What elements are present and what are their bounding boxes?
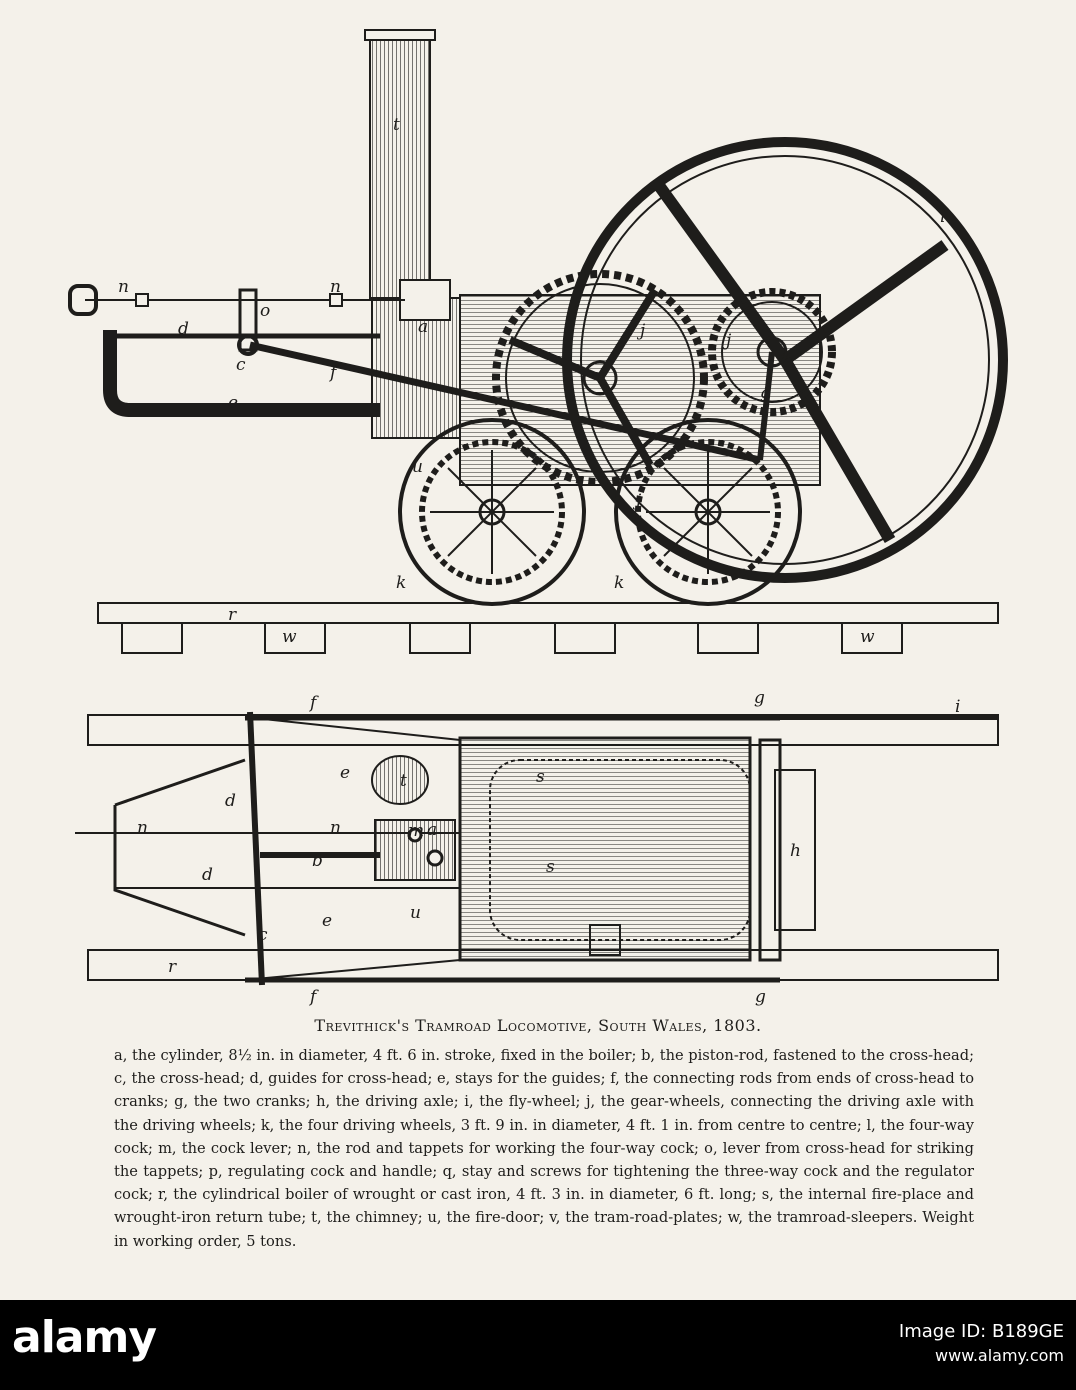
side-elevation — [68, 29, 1008, 654]
engraving-page: t n n o d c f e a j j j g i u k k r w w … — [0, 0, 1076, 1300]
rail — [97, 602, 999, 624]
svg-text:c: c — [258, 925, 268, 945]
svg-text:b: b — [312, 851, 323, 871]
plan-view — [75, 711, 999, 986]
svg-text:m: m — [408, 821, 424, 841]
svg-text:g: g — [754, 688, 765, 708]
svg-text:h: h — [790, 841, 801, 861]
image-id: Image ID: B189GE — [898, 1321, 1064, 1342]
svg-text:f: f — [308, 693, 319, 713]
side-view-labels: t n n o d c f e a j j j g i u k k r w w — [118, 115, 945, 647]
svg-text:i: i — [940, 207, 945, 227]
figure-caption-legend: a, the cylinder, 8½ in. in diameter, 4 f… — [114, 1047, 974, 1250]
svg-text:s: s — [546, 857, 555, 877]
svg-text:j: j — [636, 321, 646, 341]
svg-text:k: k — [614, 573, 624, 593]
svg-text:g: g — [760, 383, 771, 403]
svg-text:t: t — [400, 771, 407, 791]
svg-text:f: f — [308, 987, 319, 1007]
svg-text:j: j — [632, 491, 642, 511]
svg-text:a: a — [427, 820, 437, 840]
svg-text:d: d — [225, 791, 236, 811]
watermark-footer — [0, 1300, 1076, 1390]
svg-text:w: w — [860, 627, 875, 647]
svg-text:r: r — [168, 957, 177, 977]
svg-text:t: t — [393, 115, 400, 135]
svg-text:g: g — [755, 987, 766, 1007]
svg-text:f: f — [328, 363, 339, 383]
svg-text:u: u — [410, 903, 421, 923]
gear-small — [708, 288, 836, 461]
boiler-plan — [458, 736, 752, 962]
figure-caption-title: Trevithick's Tramroad Locomotive, South … — [314, 1016, 762, 1035]
svg-text:r: r — [228, 605, 237, 625]
svg-text:d: d — [178, 319, 189, 339]
alamy-logo: alamy — [12, 1312, 157, 1363]
svg-text:i: i — [955, 697, 960, 717]
stock-url: www.alamy.com — [935, 1346, 1064, 1365]
svg-text:o: o — [260, 301, 270, 321]
svg-text:u: u — [412, 457, 423, 477]
svg-text:k: k — [396, 573, 406, 593]
svg-text:n: n — [137, 818, 148, 838]
svg-text:d: d — [202, 865, 213, 885]
chimney — [369, 29, 431, 301]
svg-text:w: w — [282, 627, 297, 647]
svg-text:a: a — [418, 317, 428, 337]
flywheel — [562, 137, 1008, 583]
svg-text:n: n — [330, 277, 341, 297]
chimney-plan — [371, 755, 429, 805]
svg-text:e: e — [228, 393, 238, 413]
svg-text:n: n — [118, 277, 129, 297]
svg-text:c: c — [236, 355, 246, 375]
svg-text:s: s — [536, 767, 545, 787]
stock-image-info: Image ID: B189GE www.alamy.com — [899, 1320, 1064, 1368]
svg-text:j: j — [722, 331, 732, 351]
svg-text:n: n — [330, 818, 341, 838]
locomotive-engraving: t n n o d c f e a j j j g i u k k r w w … — [68, 29, 1008, 1007]
plan-view-labels: f g i e t s d n n m a b s h d u c e r f … — [137, 688, 960, 1007]
svg-text:e: e — [322, 911, 332, 931]
svg-text:e: e — [340, 763, 350, 783]
